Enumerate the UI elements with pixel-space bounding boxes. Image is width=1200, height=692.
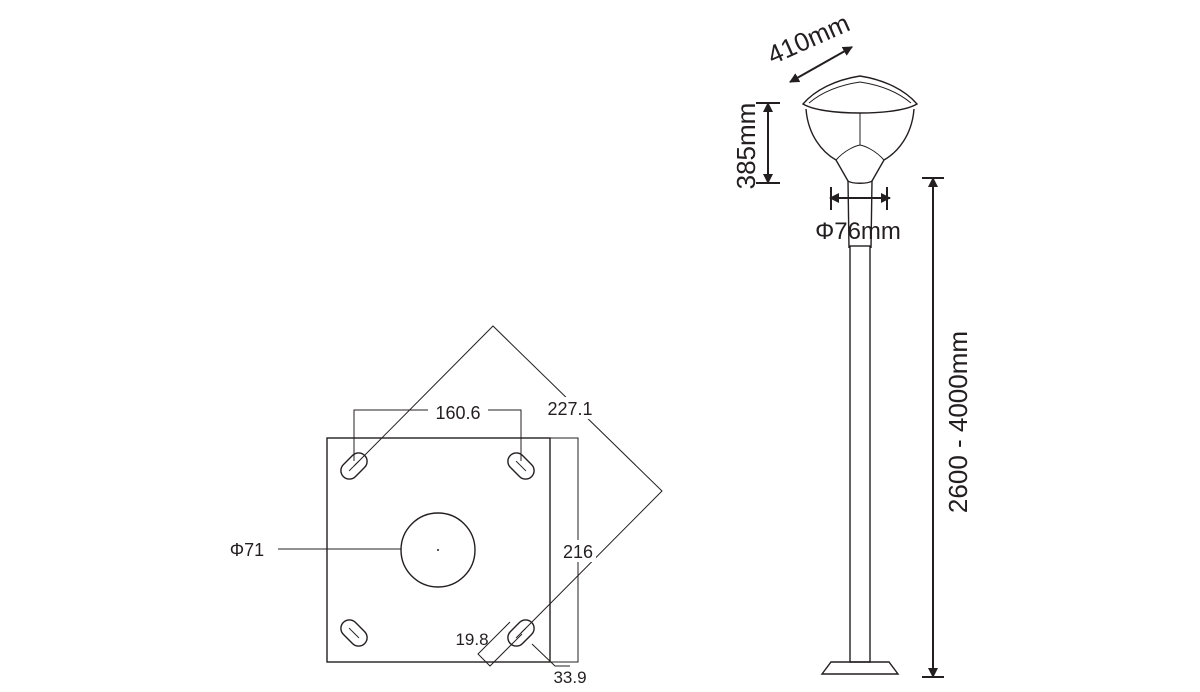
slot-hole-bottom-left xyxy=(340,619,368,647)
hole-spacing-label: 160.6 xyxy=(435,403,480,423)
pole-height-label: 2600 - 4000mm xyxy=(943,331,973,513)
diagonal-dimension xyxy=(353,325,663,634)
pole-base-foot xyxy=(820,661,900,675)
base-plate-drawing: 160.6 227.1 216 Φ71 19.8 33.9 xyxy=(230,325,663,687)
lamp-head-shade xyxy=(805,108,915,184)
head-height-label: 385mm xyxy=(731,103,761,190)
slot-width-dimension xyxy=(477,621,523,667)
pole-diameter-label: Φ76mm xyxy=(815,218,901,245)
slot-offset-dimension xyxy=(531,643,570,667)
slot-width-label: 19.8 xyxy=(455,630,488,649)
slot-offset-label: 33.9 xyxy=(553,668,586,687)
center-hole xyxy=(400,512,476,588)
slot-hole-top-right xyxy=(507,452,535,480)
center-hole-label: Φ71 xyxy=(230,540,264,560)
lamp-post-drawing: 410mm 385mm Φ76mm 2600 - 4000mm xyxy=(731,8,973,678)
base-plate-outline xyxy=(326,437,551,663)
head-width-label: 410mm xyxy=(763,8,854,71)
diagonal-label: 227.1 xyxy=(547,399,592,419)
center-mark xyxy=(437,549,439,551)
lamp-pole xyxy=(849,245,871,663)
head-width-dimension xyxy=(789,46,853,83)
lamp-neck xyxy=(847,180,873,249)
side-label: 216 xyxy=(563,542,593,562)
